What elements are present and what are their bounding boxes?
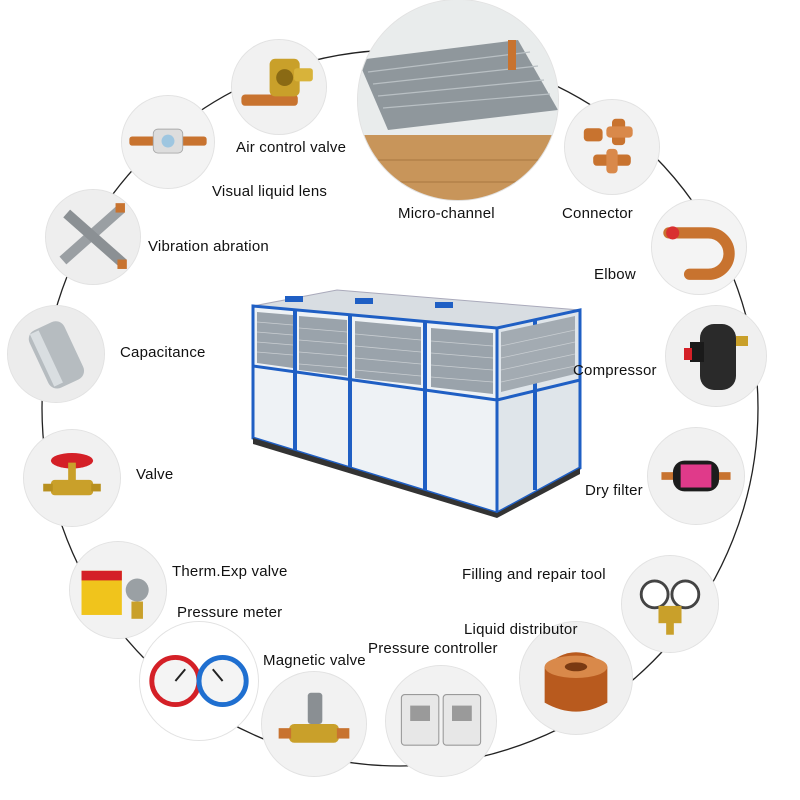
elbow-image	[652, 200, 746, 294]
pressure-controller-image	[386, 666, 496, 776]
label-pressure-meter: Pressure meter	[177, 604, 283, 621]
micro-channel-image	[358, 0, 558, 200]
dry-filter-image	[648, 428, 744, 524]
connector-image	[565, 100, 659, 194]
pressure-meter-image	[140, 622, 258, 740]
label-elbow: Elbow	[594, 266, 636, 283]
label-valve: Valve	[136, 466, 174, 483]
label-connector: Connector	[562, 205, 634, 222]
label-pressure-controller: Pressure controller	[368, 640, 498, 657]
label-dry-filter: Dry filter	[585, 482, 643, 499]
compressor-image	[666, 306, 766, 406]
air-control-valve-image	[232, 40, 326, 134]
label-liquid-distributor: Liquid distributor	[464, 621, 578, 638]
vibration-abration-image	[46, 190, 140, 284]
label-capacitance: Capacitance	[120, 344, 206, 361]
label-air-control-valve: Air control valve	[236, 139, 347, 156]
magnetic-valve-image	[262, 672, 366, 776]
liquid-distributor-image	[520, 622, 632, 734]
label-micro-channel: Micro-channel	[398, 205, 495, 222]
label-vibration-abration: Vibration abration	[148, 238, 269, 255]
label-magnetic-valve: Magnetic valve	[263, 652, 366, 669]
air-cooled-chiller-unit	[245, 288, 585, 518]
label-visual-liquid-lens: Visual liquid lens	[212, 183, 328, 200]
therm-exp-valve-image	[70, 542, 166, 638]
valve-image	[24, 430, 120, 526]
capacitance-image	[8, 306, 104, 402]
label-filling-and-repair-tool: Filling and repair tool	[462, 566, 606, 583]
filling-and-repair-tool-image	[622, 556, 718, 652]
label-therm-exp-valve: Therm.Exp valve	[172, 563, 288, 580]
visual-liquid-lens-image	[122, 96, 214, 188]
label-compressor: Compressor	[573, 362, 657, 379]
